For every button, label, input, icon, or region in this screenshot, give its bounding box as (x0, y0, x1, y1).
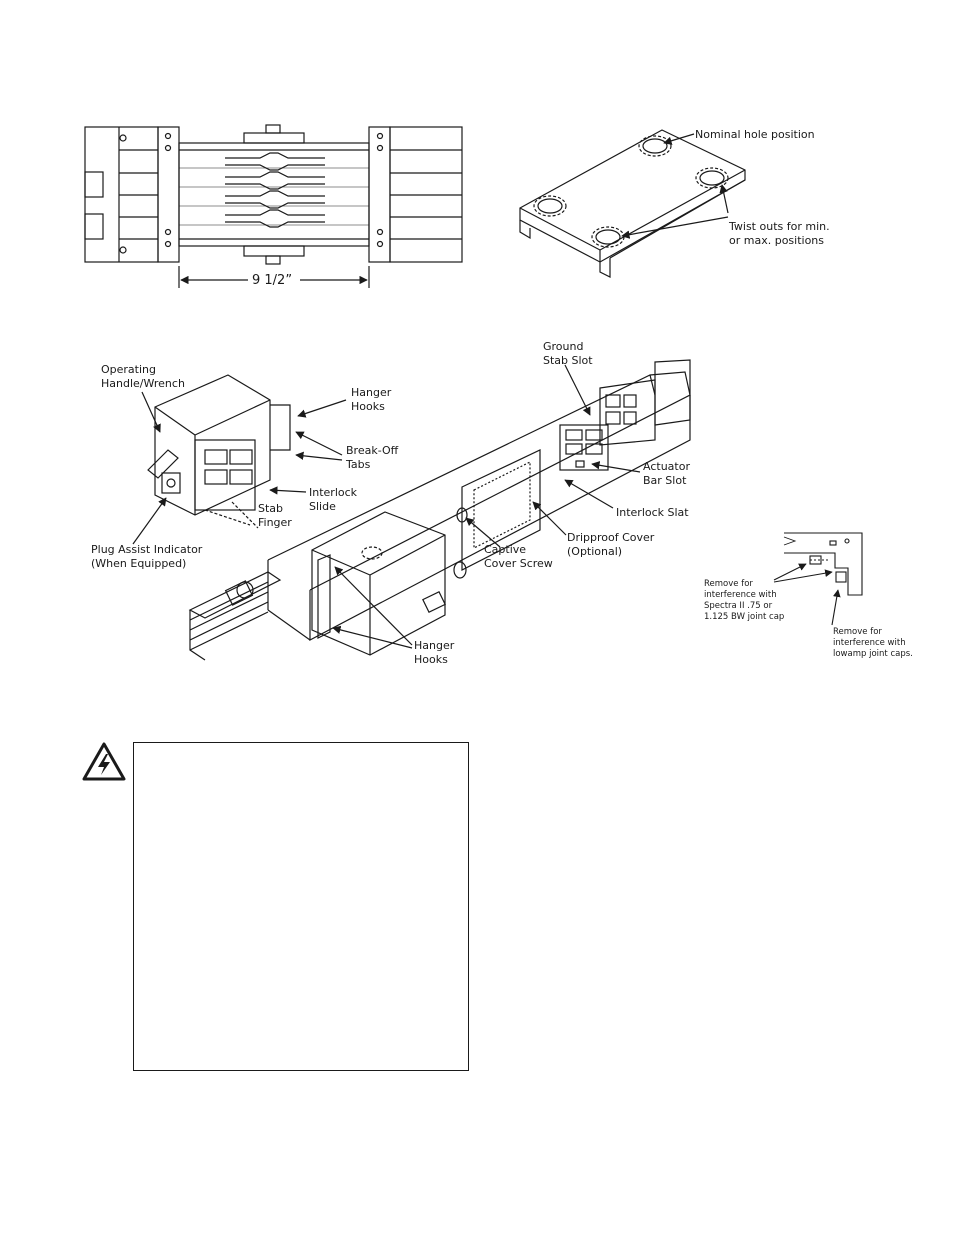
ground-stab-label-1: Ground (543, 340, 583, 353)
warning-box (133, 742, 469, 1071)
plan-view-figure (84, 124, 463, 288)
captive-screw-label-2: Cover Screw (484, 557, 553, 570)
mounting-plate-figure (519, 129, 746, 278)
remove-note-1-line-1: Remove for (704, 579, 753, 589)
hanger-hooks-bottom-label-2: Hooks (414, 653, 448, 666)
hanger-hooks-top-label-1: Hanger (351, 386, 392, 399)
dimension-label: 9 1/2” (252, 273, 292, 288)
twist-outs-label-1: Twist outs for min. (728, 220, 830, 233)
break-off-tabs-label-1: Break-Off (346, 444, 399, 457)
remove-note-1-line-2: interference with (704, 590, 777, 600)
actuator-bar-label-2: Bar Slot (643, 474, 687, 487)
twist-outs-label-2: or max. positions (729, 234, 824, 247)
remove-note-2-line-1: Remove for (833, 627, 882, 637)
actuator-bar-label-1: Actuator (643, 460, 690, 473)
plug-assist-label-2: (When Equipped) (91, 557, 186, 570)
plug-assist-label-1: Plug Assist Indicator (91, 543, 203, 556)
captive-screw-label-1: Captive (484, 543, 526, 556)
operating-handle-label-2: Handle/Wrench (101, 377, 185, 390)
electrical-hazard-icon (82, 742, 126, 781)
joint-cap-detail-figure (773, 532, 863, 626)
nominal-hole-label: Nominal hole position (695, 128, 815, 141)
interlock-slide-label-1: Interlock (309, 486, 358, 499)
hanger-hooks-top-label-2: Hooks (351, 400, 385, 413)
interlock-slide-label-2: Slide (309, 500, 336, 513)
operating-handle-label-1: Operating (101, 363, 156, 376)
stab-finger-label-1: Stab (258, 502, 283, 515)
dripproof-cover-label-2: (Optional) (567, 545, 622, 558)
remove-note-1-line-3: Spectra II .75 or (704, 601, 773, 611)
stab-finger-label-2: Finger (258, 516, 292, 529)
hanger-hooks-bottom-label-1: Hanger (414, 639, 455, 652)
break-off-tabs-label-2: Tabs (345, 458, 371, 471)
dripproof-cover-label-1: Dripproof Cover (567, 531, 655, 544)
remove-note-2-line-3: lowamp joint caps. (833, 649, 913, 659)
busway-plug-figure (132, 359, 691, 661)
remove-note-2-line-2: interference with (833, 638, 906, 648)
remove-note-1-line-4: 1.125 BW joint cap (704, 612, 784, 622)
interlock-slat-label: Interlock Slat (616, 506, 689, 519)
ground-stab-label-2: Stab Slot (543, 354, 593, 367)
